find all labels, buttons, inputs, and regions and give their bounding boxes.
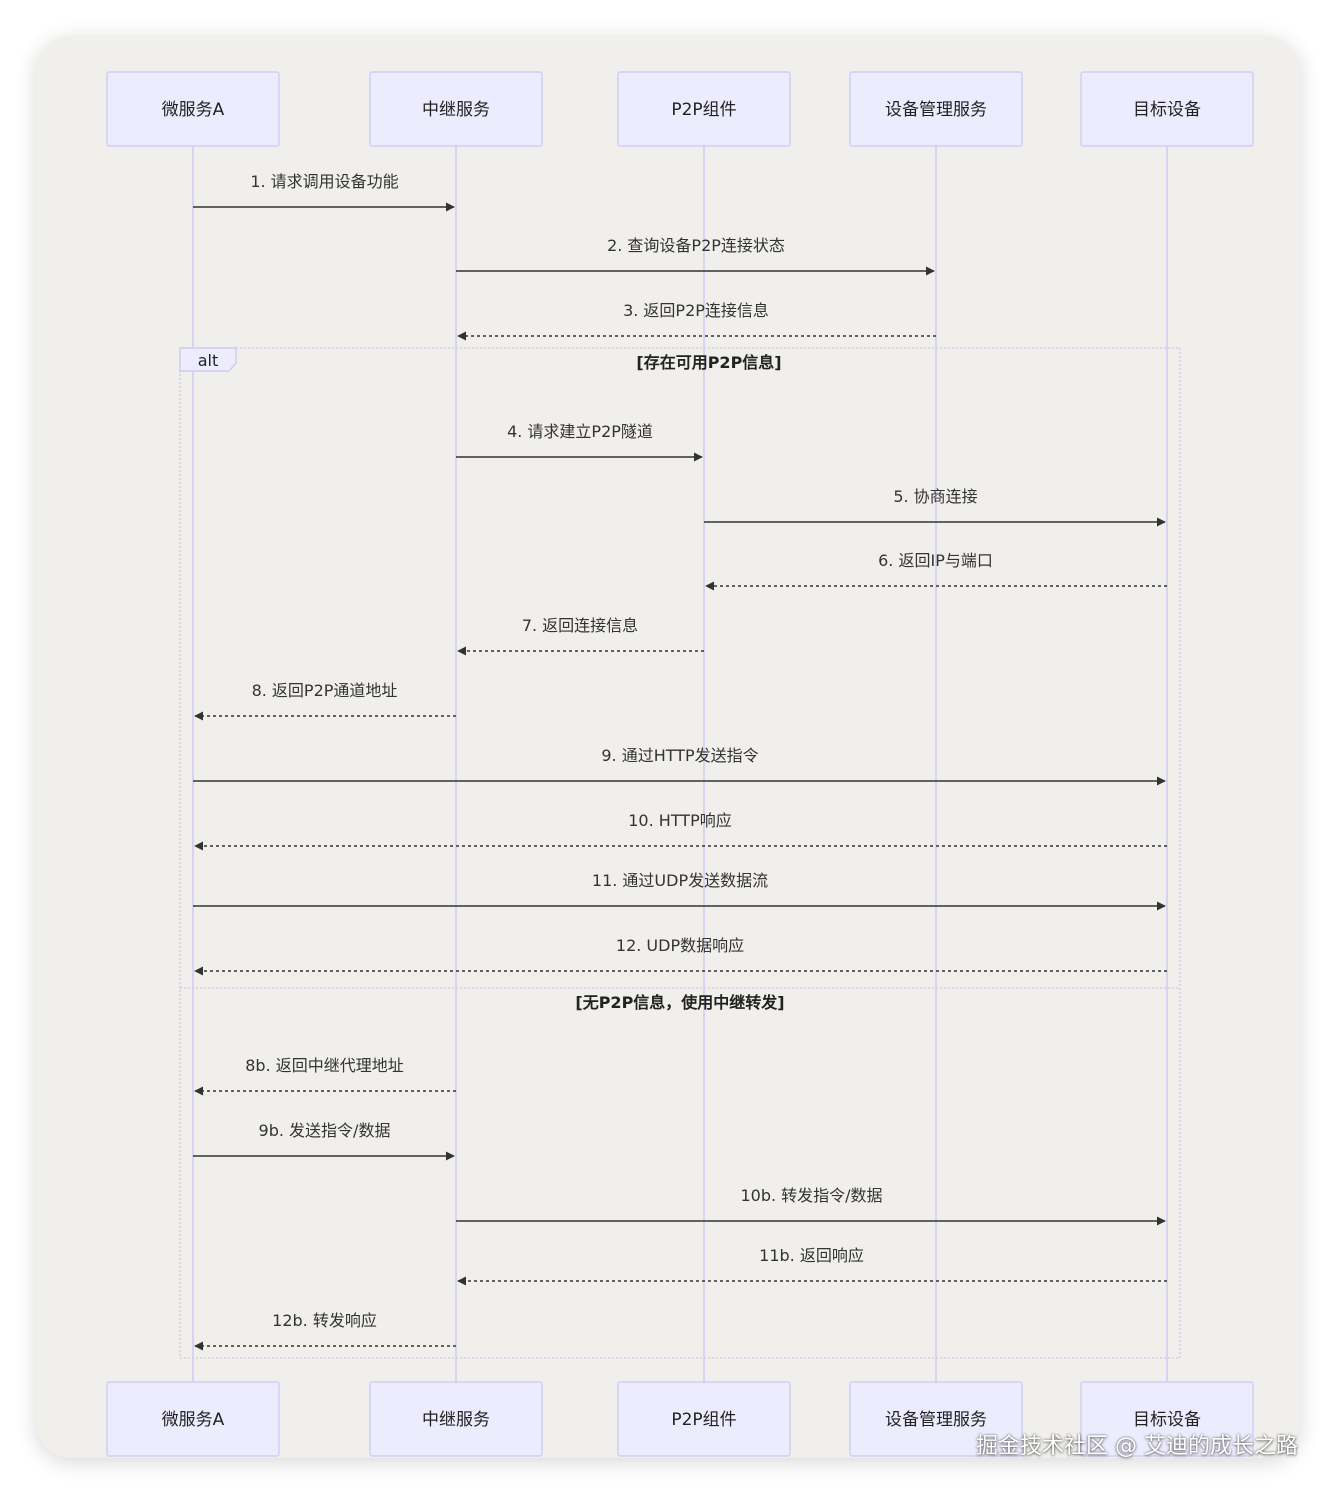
message-label: 10. HTTP响应 [628,811,731,830]
message-label: 12b. 转发响应 [272,1311,377,1330]
sequence-diagram: alt [存在可用P2P信息] [无P2P信息，使用中继转发] 1. 请求调用设备功能… [106,71,1254,1457]
actor-top-relay: 中继服务 [369,71,543,147]
message-label: 12. UDP数据响应 [616,936,744,955]
actor-top-dms: 设备管理服务 [849,71,1023,147]
alt-condition-1: [存在可用P2P信息] [636,353,781,372]
actor-label: 微服务A [162,1410,225,1430]
message-label: 9. 通过HTTP发送指令 [601,746,758,765]
actor-box [106,71,280,147]
actor-box [617,1381,791,1457]
actor-label: 微服务A [162,100,225,120]
actor-bottom-dev: 目标设备 [1080,1381,1254,1457]
actor-bottom-dms: 设备管理服务 [849,1381,1023,1457]
message-13: 8b. 返回中继代理地址 [194,1056,456,1096]
actor-label: 中继服务 [422,1410,490,1430]
watermark: 掘金技术社区 @ 艾迪的成长之路 [976,1434,1298,1459]
message-label: 9b. 发送指令/数据 [259,1121,391,1140]
actor-box [1080,71,1254,147]
actor-box [106,1381,280,1457]
message-label: 6. 返回IP与端口 [878,551,993,570]
actor-label: 设备管理服务 [885,1410,987,1430]
message-8: 8. 返回P2P通道地址 [194,681,456,721]
message-15: 10b. 转发指令/数据 [456,1186,1166,1226]
message-5: 5. 协商连接 [704,487,1166,527]
actor-top-dev: 目标设备 [1080,71,1254,147]
message-label: 3. 返回P2P连接信息 [623,301,769,320]
diagram-card: alt [存在可用P2P信息] [无P2P信息，使用中继转发] 1. 请求调用设备功能… [36,36,1300,1458]
actor-box [369,71,543,147]
message-label: 5. 协商连接 [893,487,977,506]
alt-frame: alt [存在可用P2P信息] [无P2P信息，使用中继转发] [179,347,1181,1359]
actor-box [617,71,791,147]
actor-label: 目标设备 [1133,1410,1201,1430]
message-label: 7. 返回连接信息 [522,616,638,635]
message-label: 2. 查询设备P2P连接状态 [607,236,785,255]
actor-box [369,1381,543,1457]
actor-bottom-relay: 中继服务 [369,1381,543,1457]
message-label: 1. 请求调用设备功能 [250,172,398,191]
message-7: 7. 返回连接信息 [457,616,704,656]
alt-condition-2: [无P2P信息，使用中继转发] [575,993,784,1012]
actor-label: 目标设备 [1133,100,1201,120]
message-label: 11b. 返回响应 [759,1246,864,1265]
alt-frame-label: alt [198,351,219,370]
message-2: 2. 查询设备P2P连接状态 [456,236,935,276]
actor-box [1080,1381,1254,1457]
actor-label: P2P组件 [671,100,736,120]
alt-frame-border [179,347,1181,1359]
message-4: 4. 请求建立P2P隧道 [456,422,703,462]
actor-top-ms: 微服务A [106,71,280,147]
message-17: 12b. 转发响应 [194,1311,456,1351]
actor-top-p2p: P2P组件 [617,71,791,147]
message-12: 12. UDP数据响应 [194,936,1167,976]
message-10: 10. HTTP响应 [194,811,1167,851]
actor-label: P2P组件 [671,1410,736,1430]
message-label: 11. 通过UDP发送数据流 [592,871,768,890]
actor-box [849,71,1023,147]
message-16: 11b. 返回响应 [457,1246,1167,1286]
message-3: 3. 返回P2P连接信息 [457,301,936,341]
actor-label: 中继服务 [422,100,490,120]
actor-bottom-p2p: P2P组件 [617,1381,791,1457]
message-9: 9. 通过HTTP发送指令 [193,746,1166,786]
actor-label: 设备管理服务 [885,100,987,120]
message-label: 8b. 返回中继代理地址 [245,1056,404,1075]
message-6: 6. 返回IP与端口 [705,551,1167,591]
actor-bottom-ms: 微服务A [106,1381,280,1457]
alt-frame-tab [179,347,237,372]
message-label: 10b. 转发指令/数据 [740,1186,882,1205]
message-1: 1. 请求调用设备功能 [193,172,455,212]
message-11: 11. 通过UDP发送数据流 [193,871,1166,911]
actor-box [849,1381,1023,1457]
message-14: 9b. 发送指令/数据 [193,1121,455,1161]
message-label: 8. 返回P2P通道地址 [252,681,398,700]
message-label: 4. 请求建立P2P隧道 [507,422,653,441]
